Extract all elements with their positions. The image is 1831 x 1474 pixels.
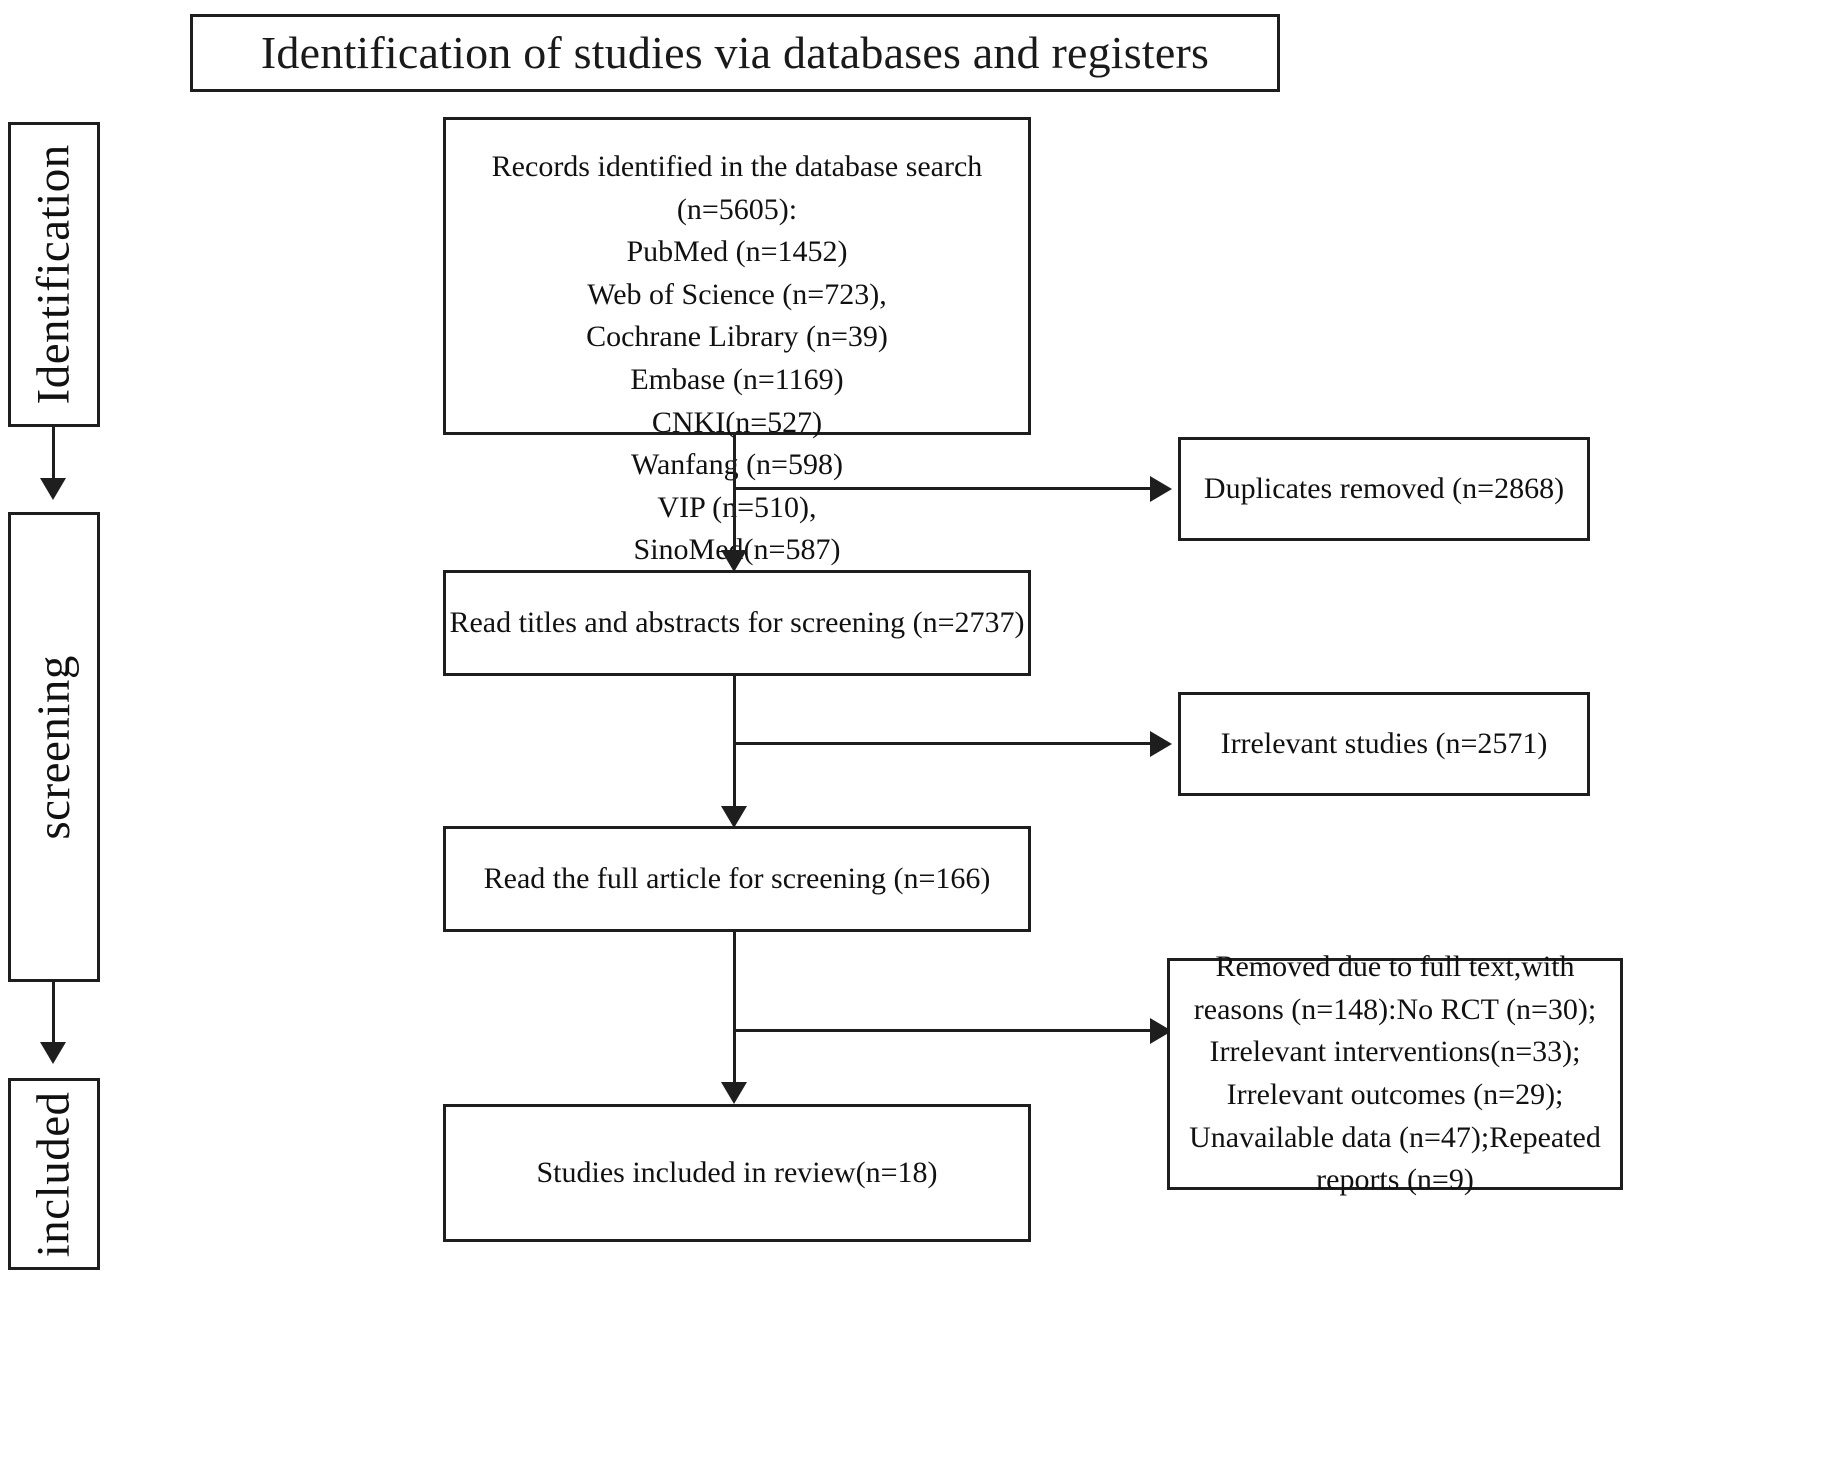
node-titles-abstracts-screened-text: Read titles and abstracts for screening … bbox=[449, 605, 1025, 639]
phase-box-identification: Identification bbox=[8, 122, 100, 427]
branch-arrow-fulltext-excluded bbox=[1150, 1018, 1172, 1044]
page-title: Identification of studies via databases … bbox=[260, 27, 1210, 79]
diagram-title-box: Identification of studies via databases … bbox=[190, 14, 1280, 92]
node-full-article-screened-text: Read the full article for screening (n=1… bbox=[483, 861, 991, 895]
branch-arrow-duplicates bbox=[1150, 476, 1172, 502]
phase-connector-line-1 bbox=[52, 427, 55, 480]
node-duplicates-removed-text: Duplicates removed (n=2868) bbox=[1203, 471, 1565, 505]
branch-line-fulltext-excluded bbox=[733, 1029, 1163, 1032]
node-full-text-excluded-text: Removed due to full text,with reasons (n… bbox=[1189, 950, 1601, 1197]
phase-box-screening: screening bbox=[8, 512, 100, 982]
phase-label-identification: Identification bbox=[27, 144, 80, 405]
node-records-identified: Records identified in the database searc… bbox=[443, 117, 1031, 566]
flow-line-titles-to-fulltext bbox=[733, 676, 736, 821]
phase-connector-arrow-2 bbox=[40, 1042, 66, 1064]
node-irrelevant-studies: Irrelevant studies (n=2571) bbox=[1178, 692, 1590, 796]
branch-line-duplicates bbox=[733, 487, 1163, 490]
phase-connector-line-2 bbox=[52, 982, 55, 1044]
phase-label-screening: screening bbox=[27, 654, 80, 840]
node-full-article-screened: Read the full article for screening (n=1… bbox=[443, 826, 1031, 932]
flow-arrow-records-to-titles bbox=[721, 550, 747, 572]
flow-line-records-to-titles bbox=[733, 435, 736, 564]
node-duplicates-removed: Duplicates removed (n=2868) bbox=[1178, 437, 1590, 541]
phase-label-included: included bbox=[27, 1091, 80, 1257]
branch-line-irrelevant-studies bbox=[733, 742, 1163, 745]
node-studies-included-text: Studies included in review(n=18) bbox=[536, 1155, 938, 1189]
node-studies-included: Studies included in review(n=18) bbox=[443, 1104, 1031, 1242]
node-full-text-excluded: Removed due to full text,with reasons (n… bbox=[1167, 950, 1623, 1196]
flow-arrow-fulltext-to-included bbox=[721, 1082, 747, 1104]
node-records-identified-text: Records identified in the database searc… bbox=[491, 150, 983, 567]
phase-box-included: included bbox=[8, 1078, 100, 1270]
node-irrelevant-studies-text: Irrelevant studies (n=2571) bbox=[1220, 726, 1548, 760]
node-titles-abstracts-screened: Read titles and abstracts for screening … bbox=[443, 570, 1031, 676]
branch-arrow-irrelevant-studies bbox=[1150, 731, 1172, 757]
flow-line-fulltext-to-included bbox=[733, 932, 736, 1097]
phase-connector-arrow-1 bbox=[40, 478, 66, 500]
flow-arrow-titles-to-fulltext bbox=[721, 806, 747, 828]
